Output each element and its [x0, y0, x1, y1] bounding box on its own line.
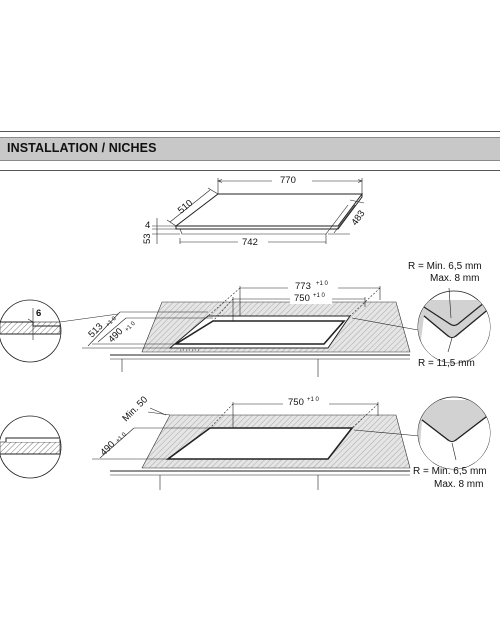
flush-radius-top-line1: R = Min. 6,5 mm	[408, 261, 482, 272]
flush-outer-width-label: 773	[295, 281, 311, 292]
flush-corner-detail	[417, 287, 491, 364]
flush-cutout-drawing	[82, 286, 419, 377]
flush-inner-depth-tol: +1 0	[124, 320, 137, 333]
section-header: INSTALLATION / NICHES	[0, 137, 500, 161]
flush-inner-depth-label: 490	[106, 326, 125, 345]
standard-cutout-drawing	[92, 402, 421, 490]
standard-min-wall-label: Min. 50	[120, 394, 150, 424]
standard-radius-line1: R = Min. 6,5 mm	[413, 466, 487, 477]
cooktop-bottom-width-label: 742	[242, 237, 258, 248]
flush-outer-depth-label: 513	[86, 321, 105, 340]
flush-detail-depth-label: 6	[36, 308, 41, 319]
glass-thickness-label: 4	[145, 220, 150, 231]
flush-radius-inner: R = 11,5 mm	[418, 358, 475, 369]
flush-inner-width-label: 750	[294, 293, 310, 304]
standard-depth-label: 490	[98, 439, 117, 458]
flush-radius-top-line2: Max. 8 mm	[430, 273, 479, 284]
top-rule	[0, 131, 500, 132]
cooktop-drawing	[152, 178, 365, 244]
standard-edge-detail	[0, 415, 62, 479]
header-rule	[0, 170, 500, 171]
standard-corner-detail	[417, 396, 491, 470]
cooktop-right-depth-label: 483	[349, 208, 367, 227]
standard-width-tol: +1 0	[307, 397, 320, 403]
standard-width-label: 750	[288, 397, 304, 408]
cooktop-width-label: 770	[280, 175, 296, 186]
flush-inner-width-tol: +1 0	[313, 293, 326, 299]
total-height-label: 53	[142, 233, 153, 244]
standard-depth-tol: +1 0	[115, 431, 128, 444]
standard-radius-line2: Max. 8 mm	[434, 479, 483, 490]
flush-outer-width-tol: +1 0	[316, 281, 329, 287]
flush-edge-detail	[0, 299, 119, 363]
section-title: INSTALLATION / NICHES	[7, 141, 157, 155]
